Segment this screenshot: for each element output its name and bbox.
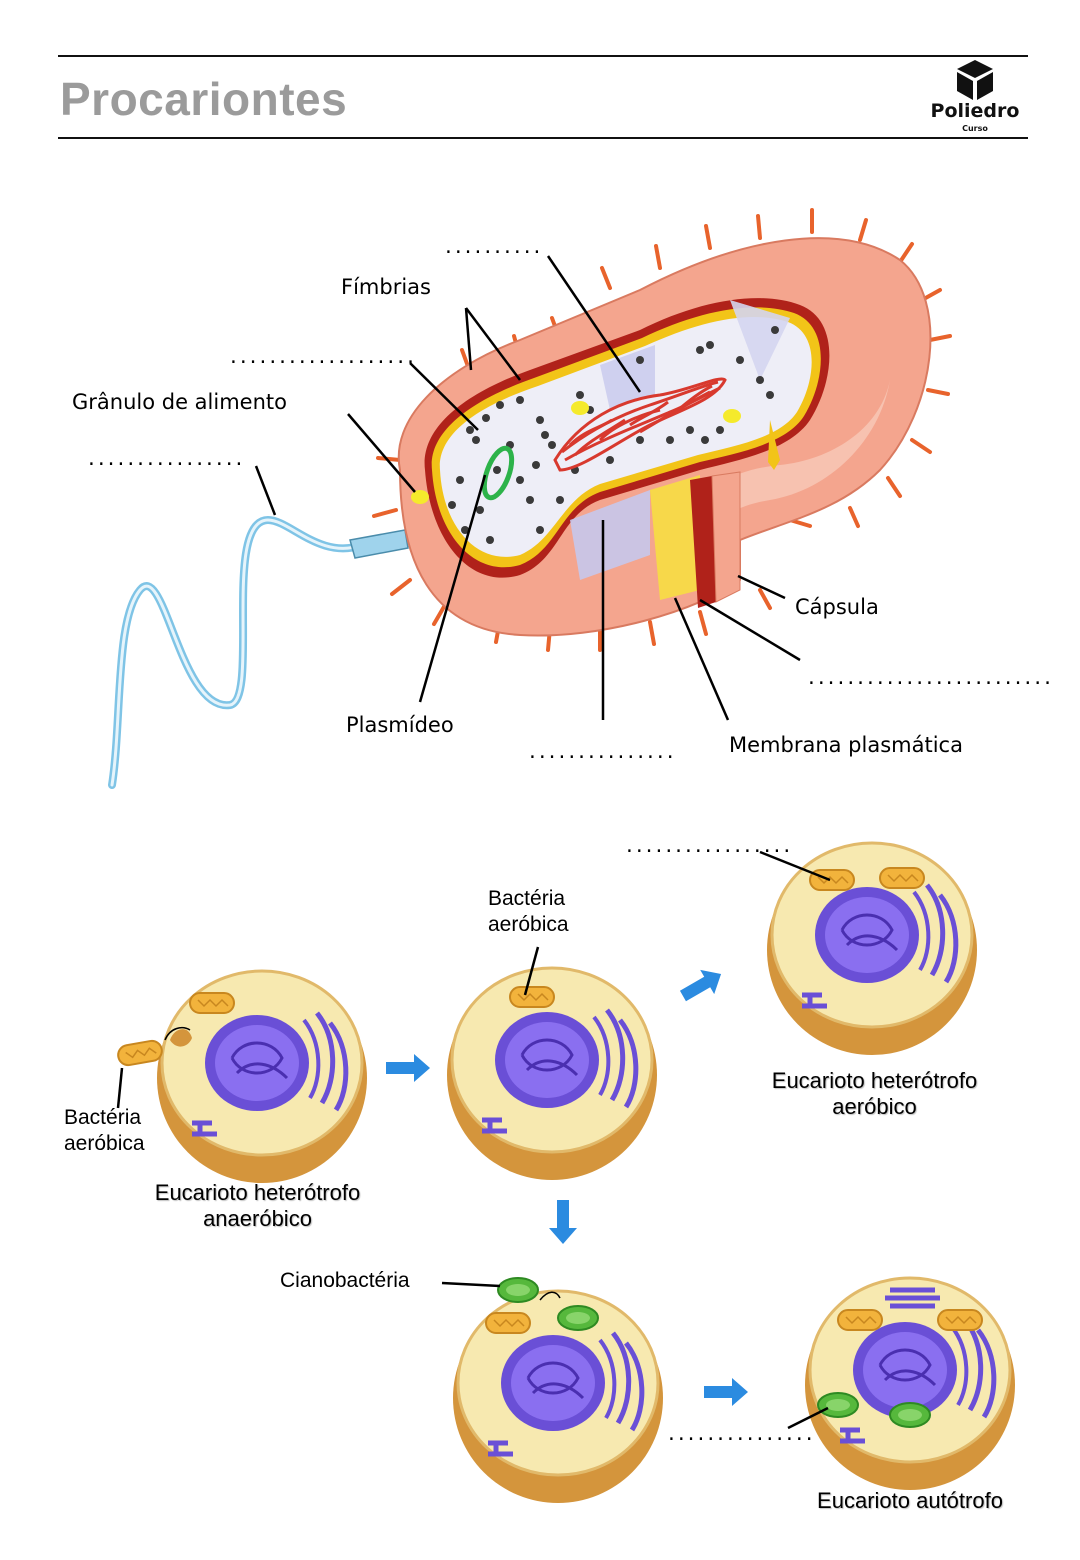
label-eucarioto-aerobico: Eucarioto heterótrofo aeróbico [752,1068,997,1121]
arrow-up-right [675,961,729,1009]
bacterium-illustration [108,208,952,789]
label-membrana: Membrana plasmática [729,733,963,757]
label-bacteria-aerobica-left: Bactéria aeróbica [64,1105,145,1158]
blank-label-flagelo: ................ [86,449,244,470]
page-title: Procariontes [60,73,348,125]
header-rule-top [58,55,1028,57]
blank-label-mitochondria: ................. [624,836,792,857]
brand-name: Poliedro [930,100,1020,122]
label-line-1: Bactéria [488,887,566,910]
cell-autotrophic [805,1278,1015,1490]
bacteria-entering [115,1038,165,1068]
arrow-right-1 [386,1054,430,1082]
pointer-lines [254,255,801,721]
cell-pointer-lines [116,850,831,1430]
blank-label-cytoplasm: ............... [527,742,676,763]
ribosomes [448,326,779,544]
label-line-2: anaeróbico [203,1206,312,1232]
plasmid [481,445,515,501]
label-bacteria-aerobica-mid: Bactéria aeróbica [488,886,569,939]
arrow-right-2 [704,1378,748,1406]
label-cianobacteria: Cianobactéria [280,1269,410,1292]
food-granules [411,401,741,504]
label-plasmideo: Plasmídeo [346,713,454,737]
cell-with-bacteria [447,968,657,1180]
nucleoid-dna [553,377,727,472]
label-line-2: aeróbica [64,1132,145,1156]
blank-label-nucleoid: .......... [443,237,542,258]
brand-sub: Curso [962,124,988,133]
cell-aerobic [767,843,977,1055]
blank-label-chloroplast: ............... [666,1424,815,1445]
header-rule-bottom [58,137,1028,139]
label-capsula: Cápsula [795,595,879,619]
label-line-2: aeróbico [832,1094,917,1120]
label-line-1: Eucarioto heterótrofo [771,1068,978,1093]
cube-logo-icon [957,60,993,100]
label-line-2: aeróbica [488,913,569,937]
blank-label-ribosome: ................... [228,347,416,368]
label-line-1: Eucarioto heterótrofo [154,1180,361,1205]
label-eucarioto-anaerobico: Eucarioto heterótrofo anaeróbico [135,1180,380,1233]
label-granulo: Grânulo de alimento [72,390,287,414]
blank-label-wall: ......................... [806,668,1053,689]
label-fimbrias: Fímbrias [341,275,431,299]
arrow-down [549,1200,577,1244]
cell-with-cyanobacteria [453,1291,663,1503]
label-line-1: Bactéria [64,1106,142,1129]
cyanobacteria-entering [497,1277,539,1303]
label-eucarioto-autotrofo: Eucarioto autótrofo [817,1488,1003,1513]
flagellum-hook [349,529,409,559]
brand-logo: Poliedro Curso [920,56,1030,138]
cell-anaerobic [157,971,367,1183]
